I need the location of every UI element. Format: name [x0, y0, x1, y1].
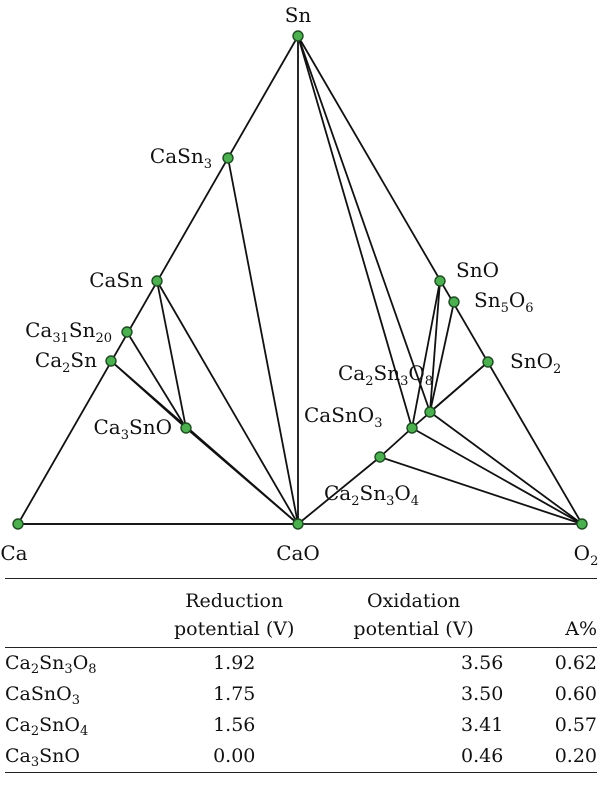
phase-point-sn [292, 30, 304, 42]
header-oxidation-line2: potential (V) [353, 618, 474, 640]
potential-table: Reduction potential (V) Oxidation potent… [5, 578, 597, 773]
label-casn: CaSn [89, 268, 143, 292]
cell-a: 0.20 [554, 745, 597, 767]
tie-line-sn-ca2sn3o8 [297, 35, 431, 413]
phase-point-ca2sn3o8 [424, 406, 436, 418]
label-ca31sn20: Ca31Sn20 [25, 318, 112, 346]
label-casn3: CaSn3 [150, 144, 212, 172]
cell-reduction: 0.00 [213, 745, 256, 767]
label-sn: Sn [285, 3, 312, 27]
cell-compound: CaSnO3 [5, 683, 80, 708]
cell-reduction: 1.56 [213, 714, 256, 736]
phase-point-sno [434, 275, 446, 287]
tie-line-sno2-casno3 [411, 361, 489, 429]
phase-point-casn [151, 275, 163, 287]
phase-point-ca2sn [105, 355, 117, 367]
tie-line-ca3sno-cao [185, 427, 299, 525]
phase-point-sn5o6 [448, 296, 460, 308]
header-a-percent: A% [565, 618, 597, 640]
cell-compound: Ca2SnO4 [5, 714, 89, 739]
table-top-rule [5, 578, 597, 579]
phase-point-ca2sn3o4 [374, 451, 386, 463]
label-o2: O2 [574, 541, 599, 569]
label-ca: Ca [0, 541, 27, 565]
tie-line-sno-casno3 [411, 280, 441, 429]
cell-a: 0.60 [554, 683, 597, 705]
phase-point-ca [12, 518, 24, 530]
phase-point-cao [292, 518, 304, 530]
tie-lines [17, 35, 583, 525]
cell-oxidation: 3.41 [461, 714, 504, 736]
header-reduction: Reduction potential (V) [164, 587, 304, 643]
cell-a: 0.57 [554, 714, 597, 736]
table-mid-rule [5, 647, 597, 648]
header-reduction-line2: potential (V) [173, 618, 295, 640]
header-oxidation-line1: Oxidation [367, 590, 461, 612]
tie-line-ca2sn3o4-casno3 [379, 427, 413, 458]
tie-line-ca2sn3o4-o2 [379, 456, 583, 525]
phase-point-casno3 [406, 422, 418, 434]
cell-oxidation: 3.50 [461, 683, 504, 705]
header-oxidation: Oxidation potential (V) [324, 587, 505, 643]
cell-reduction: 1.92 [213, 652, 256, 674]
label-cao: CaO [276, 541, 320, 565]
cell-compound: Ca3SnO [5, 745, 80, 770]
label-ca2sn3o8: Ca2Sn3O8 [338, 361, 433, 389]
tie-line-cao-ca2sn3o4 [297, 456, 381, 525]
tie-line-sno-ca2sn3o8 [429, 280, 441, 413]
table-row: Ca2Sn3O8 1.92 3.56 0.62 [5, 648, 597, 679]
label-sno: SnO [456, 258, 499, 282]
tie-line-ca31sn20-ca3sno [126, 331, 187, 429]
phase-points [12, 30, 588, 530]
label-ca3sno: Ca3SnO [94, 415, 173, 443]
phase-point-sno2 [482, 356, 494, 368]
label-sno2: SnO2 [510, 349, 561, 377]
cell-compound: Ca2Sn3O8 [5, 652, 97, 677]
label-casno3: CaSnO3 [304, 403, 383, 431]
phase-point-ca31sn20 [121, 326, 133, 338]
cell-oxidation: 3.56 [461, 652, 504, 674]
tie-line-casn-cao [156, 280, 299, 525]
table-row: Ca2SnO4 1.56 3.41 0.57 [5, 710, 597, 741]
label-sn5o6: Sn5O6 [474, 288, 534, 316]
tie-line-casn-ca3sno [156, 280, 187, 429]
phase-point-casn3 [222, 152, 234, 164]
tie-line-sn5o6-ca2sn3o8 [429, 301, 455, 413]
table-row: CaSnO3 1.75 3.50 0.60 [5, 679, 597, 710]
tie-line-ca2sn3o8-o2 [429, 411, 583, 525]
label-ca2sn: Ca2Sn [35, 348, 97, 376]
table-header: Reduction potential (V) Oxidation potent… [5, 579, 597, 647]
cell-reduction: 1.75 [213, 683, 256, 705]
header-reduction-line1: Reduction [185, 590, 284, 612]
phase-point-o2 [576, 518, 588, 530]
table-bottom-rule [5, 772, 597, 773]
tie-line-sn-casno3 [297, 35, 413, 429]
table-row: Ca3SnO 0.00 0.46 0.20 [5, 741, 597, 772]
tie-line-casno3-o2 [411, 427, 583, 525]
tie-line-casn3-cao [227, 157, 299, 525]
label-ca2sn3o4: Ca2Sn3O4 [324, 481, 419, 509]
cell-oxidation: 0.46 [461, 745, 504, 767]
phase-point-ca3sno [180, 422, 192, 434]
cell-a: 0.62 [554, 652, 597, 674]
